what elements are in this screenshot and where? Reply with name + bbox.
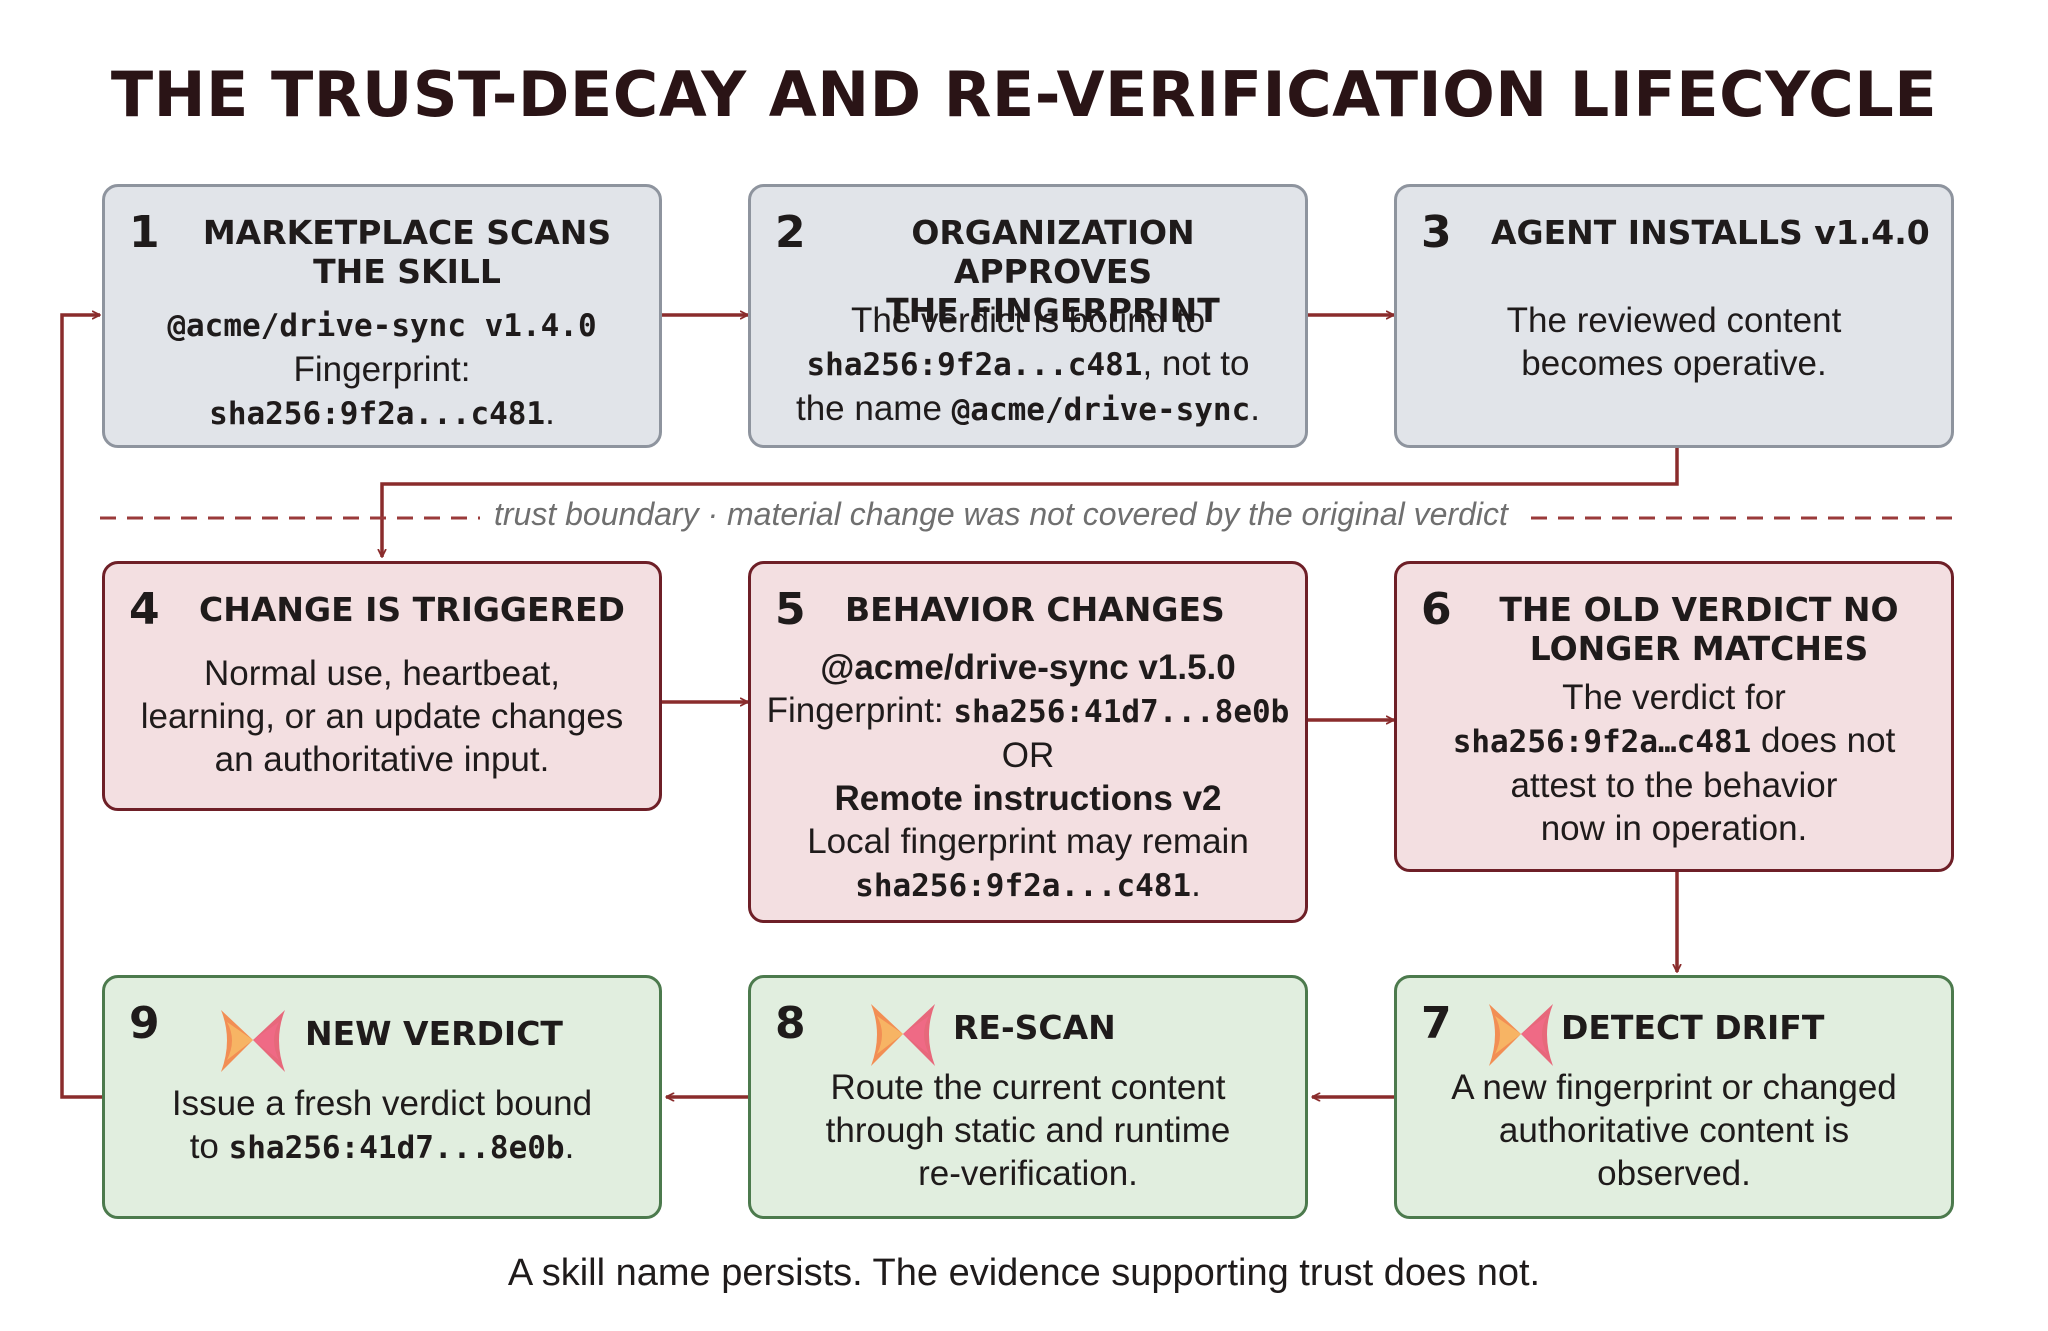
step-4-change-triggered: 4 CHANGE IS TRIGGERED Normal use, heartb… — [102, 561, 662, 811]
step-2-organization-approves: 2 ORGANIZATION APPROVES THE FINGERPRINT … — [748, 184, 1308, 448]
step-body: Normal use, heartbeat, learning, or an u… — [140, 654, 624, 779]
fingerprint-hash: sha256:9f2a…c481 — [1452, 724, 1752, 760]
step-body: Route the current content through static… — [825, 1068, 1231, 1193]
step-title: ORGANIZATION APPROVES THE FINGERPRINT — [886, 213, 1220, 330]
arrow-3-to-4 — [382, 448, 1679, 557]
step-number: 4 — [129, 584, 160, 635]
fingerprint-hash: sha256:41d7...8e0b — [953, 694, 1290, 730]
trust-boundary-label: trust boundary · material change was not… — [480, 496, 1522, 533]
or-label: OR — [1001, 736, 1055, 775]
step-6-old-verdict-mismatch: 6 THE OLD VERDICT NO LONGER MATCHES The … — [1394, 561, 1954, 872]
step-title: DETECT DRIFT — [1561, 1008, 1825, 1047]
step-title: MARKETPLACE SCANS THE SKILL — [202, 213, 612, 291]
remote-instructions: Remote instructions v2 — [834, 779, 1222, 818]
step-8-re-scan: 8 RE-SCAN Route the current content thro… — [748, 975, 1308, 1219]
step-5-behavior-changes: 5 BEHAVIOR CHANGES @acme/drive-sync v1.5… — [748, 561, 1308, 923]
fingerprint-hash: sha256:9f2a...c481 — [855, 868, 1192, 904]
package-name: @acme/drive-sync — [951, 392, 1251, 428]
footer-caption: A skill name persists. The evidence supp… — [507, 1252, 1541, 1294]
step-title: AGENT INSTALLS v1.4.0 — [1491, 213, 1930, 252]
step-1-marketplace-scan: 1 MARKETPLACE SCANS THE SKILL @acme/driv… — [102, 184, 662, 448]
butterfly-logo-icon — [871, 1004, 935, 1066]
step-body: The verdict is bound to sha256:9f2a...c4… — [795, 301, 1260, 428]
step-body: The reviewed content becomes operative. — [1506, 301, 1842, 383]
step-number: 2 — [775, 207, 806, 258]
step-title: CHANGE IS TRIGGERED — [199, 590, 625, 629]
step-9-new-verdict: 9 NEW VERDICT Issue a fresh verdict boun… — [102, 975, 662, 1219]
step-number: 3 — [1421, 207, 1452, 258]
step-body: @acme/drive-sync v1.4.0 Fingerprint: sha… — [167, 308, 597, 432]
step-number: 5 — [775, 584, 806, 635]
package-name: @acme/drive-sync v1.4.0 — [167, 308, 597, 344]
step-body: @acme/drive-sync v1.5.0 Fingerprint: sha… — [766, 648, 1290, 904]
package-name: @acme/drive-sync v1.5.0 — [820, 648, 1236, 687]
step-3-agent-installs: 3 AGENT INSTALLS v1.4.0 The reviewed con… — [1394, 184, 1954, 448]
fingerprint-hash: sha256:9f2a...c481 — [806, 347, 1143, 383]
butterfly-logo-icon — [221, 1010, 285, 1072]
step-number: 9 — [129, 998, 160, 1049]
step-number: 7 — [1421, 998, 1452, 1049]
step-number: 1 — [129, 207, 160, 258]
fingerprint-hash: sha256:9f2a...c481 — [209, 396, 546, 432]
step-title: RE-SCAN — [953, 1008, 1116, 1047]
step-body: A new fingerprint or changed authoritati… — [1451, 1068, 1897, 1193]
step-number: 8 — [775, 998, 806, 1049]
diagram-title: THE TRUST-DECAY AND RE-VERIFICATION LIFE… — [110, 58, 1938, 131]
step-title: BEHAVIOR CHANGES — [845, 590, 1225, 629]
step-7-detect-drift: 7 DETECT DRIFT A new fingerprint or chan… — [1394, 975, 1954, 1219]
step-number: 6 — [1421, 584, 1452, 635]
step-body: Issue a fresh verdict bound to sha256:41… — [171, 1084, 593, 1166]
fingerprint-hash: sha256:41d7...8e0b — [228, 1130, 565, 1166]
step-title: THE OLD VERDICT NO LONGER MATCHES — [1499, 590, 1899, 668]
step-title: NEW VERDICT — [305, 1014, 563, 1053]
step-body: The verdict for sha256:9f2a…c481 does no… — [1452, 678, 1896, 848]
arrow-9-to-1-loop — [60, 315, 102, 1099]
butterfly-logo-icon — [1489, 1004, 1553, 1066]
